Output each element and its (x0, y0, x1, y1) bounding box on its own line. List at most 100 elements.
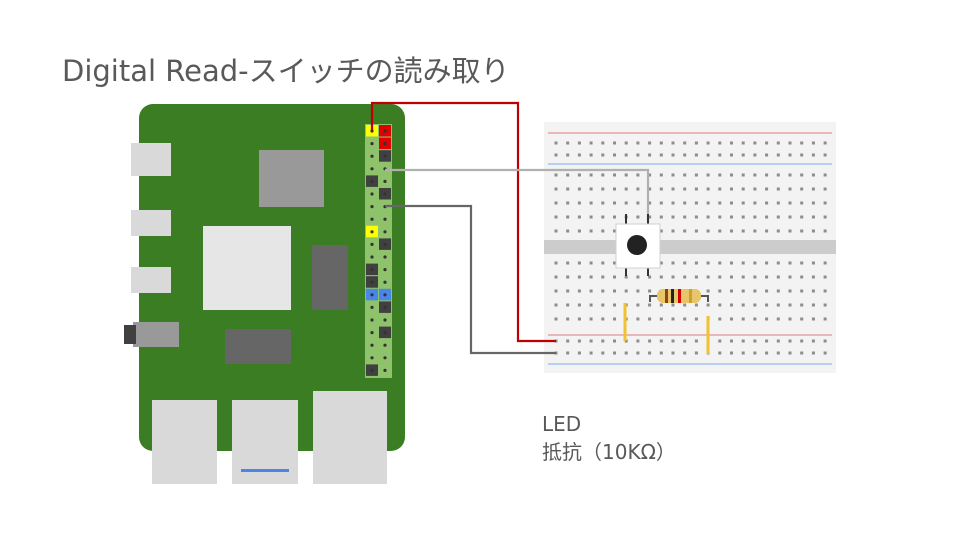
gpio-pin (383, 318, 387, 322)
gpio-pin (370, 356, 374, 360)
breadboard-hole (765, 351, 769, 355)
breadboard-hole (683, 261, 687, 265)
breadboard-hole (811, 201, 815, 205)
breadboard-hole (613, 261, 616, 265)
breadboard-hole (788, 187, 792, 191)
breadboard-hole (788, 229, 792, 233)
breadboard-hole (706, 153, 710, 157)
breadboard-hole (601, 317, 605, 321)
breadboard-hole (706, 201, 710, 205)
breadboard-hole (718, 187, 722, 191)
breadboard-hole (554, 187, 558, 191)
gpio-pin (370, 305, 374, 309)
breadboard-hole (648, 173, 652, 177)
breadboard-hole (659, 201, 663, 205)
breadboard-hole (741, 303, 745, 307)
breadboard-hole (648, 317, 652, 321)
breadboard-hole (730, 153, 733, 157)
breadboard-hole (788, 339, 792, 343)
breadboard-hole (624, 153, 628, 157)
breadboard-hole (753, 303, 757, 307)
breadboard-hole (765, 339, 769, 343)
breadboard-hole (659, 275, 663, 279)
breadboard-hole (800, 261, 804, 265)
breadboard-hole (800, 153, 804, 157)
breadboard-hole (577, 141, 581, 145)
breadboard-hole (765, 317, 769, 321)
breadboard-hole (659, 187, 663, 191)
breadboard-hole (601, 153, 605, 157)
breadboard-hole (811, 351, 815, 355)
breadboard-hole (589, 289, 593, 293)
breadboard-hole (577, 153, 581, 157)
breadboard-hole (648, 289, 652, 293)
breadboard-hole (613, 289, 616, 293)
breadboard-hole (765, 261, 769, 265)
breadboard-hole (601, 275, 605, 279)
breadboard-hole (554, 173, 558, 177)
breadboard-hole (601, 141, 605, 145)
breadboard-hole (788, 173, 792, 177)
breadboard-hole (730, 261, 733, 265)
breadboard-hole (718, 351, 722, 355)
breadboard-hole (765, 303, 769, 307)
breadboard-hole (589, 303, 593, 307)
breadboard-hole (648, 275, 652, 279)
gpio-pin (383, 356, 387, 360)
breadboard-hole (788, 351, 792, 355)
breadboard-hole (683, 303, 687, 307)
hdmi-port-1 (131, 210, 171, 236)
breadboard-hole (554, 289, 558, 293)
breadboard-hole (554, 153, 558, 157)
breadboard-hole (577, 229, 581, 233)
breadboard-hole (554, 317, 558, 321)
breadboard-hole (730, 201, 733, 205)
breadboard-hole (648, 303, 652, 307)
breadboard-hole (776, 351, 780, 355)
breadboard-hole (566, 261, 570, 265)
breadboard-hole (694, 275, 698, 279)
gpio-pin (370, 268, 374, 272)
gpio-pin (383, 242, 387, 246)
breadboard-hole (706, 229, 710, 233)
breadboard-hole (776, 215, 780, 219)
breadboard-hole (718, 201, 722, 205)
breadboard-hole (566, 229, 570, 233)
breadboard-hole (659, 141, 663, 145)
breadboard-hole (765, 289, 769, 293)
breadboard-hole (613, 275, 616, 279)
breadboard-hole (601, 261, 605, 265)
breadboard-hole (811, 261, 815, 265)
breadboard (544, 122, 836, 373)
ram-chip (225, 329, 291, 364)
breadboard-hole (788, 215, 792, 219)
breadboard-hole (613, 229, 616, 233)
breadboard-hole (613, 187, 616, 191)
breadboard-hole (718, 153, 722, 157)
breadboard-hole (624, 275, 628, 279)
breadboard-hole (683, 351, 687, 355)
breadboard-hole (683, 187, 687, 191)
breadboard-hole (823, 351, 827, 355)
breadboard-hole (683, 201, 687, 205)
breadboard-hole (753, 351, 757, 355)
breadboard-hole (636, 215, 640, 219)
breadboard-hole (823, 317, 827, 321)
breadboard-hole (671, 201, 675, 205)
usb-controller-chip (312, 245, 348, 310)
breadboard-hole (741, 173, 745, 177)
breadboard-hole (671, 173, 675, 177)
gpio-pin (383, 179, 387, 183)
breadboard-hole (823, 141, 827, 145)
gpio-pin (370, 192, 374, 196)
breadboard-hole (765, 275, 769, 279)
breadboard-hole (613, 141, 616, 145)
breadboard-hole (800, 317, 804, 321)
breadboard-hole (800, 187, 804, 191)
gpio-header (365, 124, 392, 378)
breadboard-hole (566, 141, 570, 145)
breadboard-hole (765, 187, 769, 191)
breadboard-hole (659, 339, 663, 343)
breadboard-hole (566, 275, 570, 279)
